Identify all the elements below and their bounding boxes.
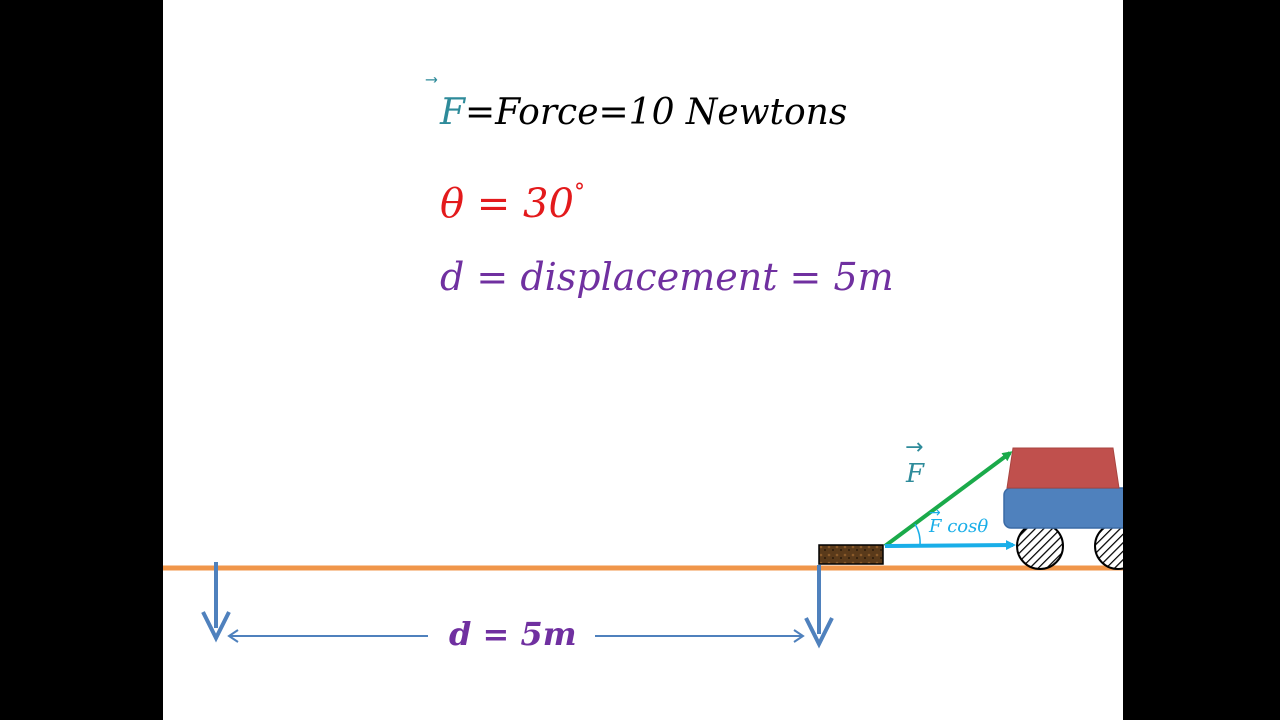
force-definition: ⃗F=Force=10 Newtons [440, 92, 847, 133]
force-arrow [883, 451, 1013, 548]
angle-definition: θ = 30° [440, 180, 585, 227]
force-component-arrow [884, 540, 1016, 551]
distance-label: d = 5m [449, 615, 577, 653]
angle-arc [914, 523, 921, 547]
cart-load [1006, 447, 1120, 489]
distance-arrowhead-left [227, 629, 239, 643]
displacement-definition: d = displacement = 5m [440, 255, 894, 299]
angle-value-text: = 30 [464, 181, 574, 227]
start-block [818, 544, 884, 565]
force-label: F [905, 459, 925, 489]
force-definition-text: =Force=10 Newtons [464, 92, 848, 133]
distance-arrowhead-right [793, 629, 805, 643]
force-component-vector-arrow: → [929, 505, 941, 521]
cart-wheel-rear [1016, 522, 1064, 570]
theta-symbol: θ [440, 181, 465, 227]
force-component-label: F cosθ [928, 516, 988, 537]
start-marker-arrowhead [201, 611, 231, 643]
force-label-vector-arrow: → [905, 435, 923, 460]
cart-body [1003, 487, 1123, 529]
slide: ⃗F=Force=10 Newtons θ = 30° d = displace… [163, 0, 1123, 720]
work-diagram: F → F cosθ → d = 5m [163, 435, 1123, 653]
cart-wheel-front [1094, 522, 1123, 570]
force-vector-symbol: ⃗F [440, 92, 465, 133]
end-marker-arrowhead [804, 617, 834, 649]
degree-symbol: ° [573, 180, 585, 205]
